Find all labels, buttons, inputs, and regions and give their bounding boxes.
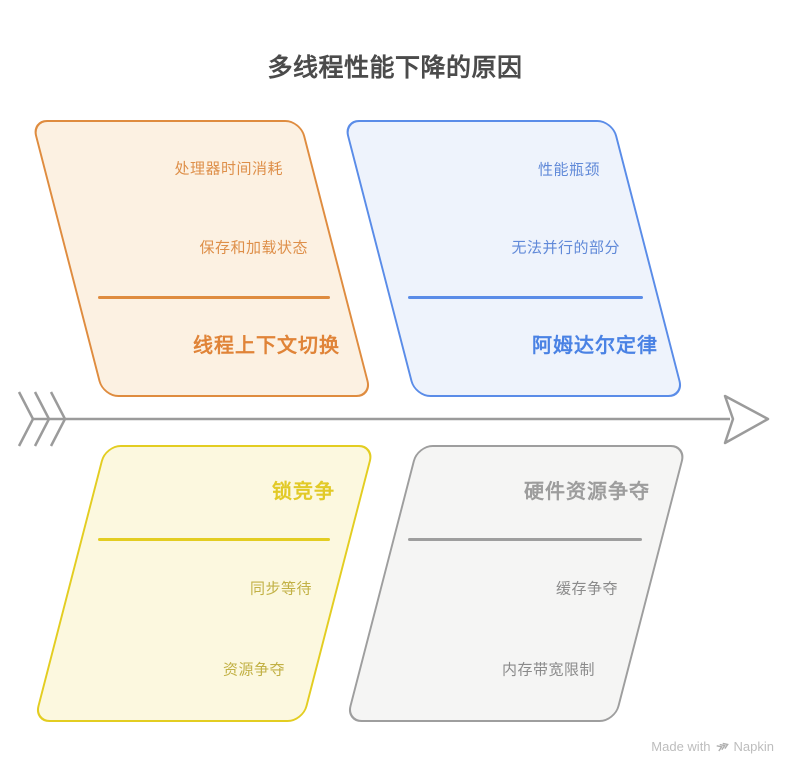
branch-divider	[408, 538, 642, 541]
arrow-feather	[17, 391, 35, 447]
branch-title: 阿姆达尔定律	[532, 335, 658, 357]
arrow-feather	[49, 391, 67, 447]
napkin-logo-icon	[716, 742, 729, 752]
watermark: Made with Napkin	[651, 739, 774, 754]
branch-title: 硬件资源争夺	[524, 481, 650, 503]
branch-item: 处理器时间消耗	[174, 160, 283, 178]
branch-divider	[98, 296, 330, 299]
branch-item: 内存带宽限制	[501, 661, 595, 679]
branch-title: 线程上下文切换	[193, 335, 340, 357]
branch-title: 锁竞争	[272, 481, 335, 503]
branch-item: 同步等待	[249, 580, 312, 598]
arrow-head-icon	[723, 394, 770, 445]
watermark-brand: Napkin	[733, 739, 774, 754]
fishbone-arrow-icon	[17, 391, 770, 447]
branch-divider	[98, 538, 330, 541]
page-title: 多线程性能下降的原因	[267, 54, 523, 82]
arrow-feather	[33, 391, 51, 447]
branch-item: 性能瓶颈	[537, 161, 600, 179]
branch-item: 缓存争夺	[555, 580, 618, 598]
branch-item: 资源争夺	[222, 661, 285, 679]
watermark-prefix: Made with	[651, 739, 711, 754]
branch-item: 保存和加载状态	[199, 239, 308, 257]
branch-divider	[408, 296, 643, 299]
branch-item: 无法并行的部分	[511, 239, 620, 257]
